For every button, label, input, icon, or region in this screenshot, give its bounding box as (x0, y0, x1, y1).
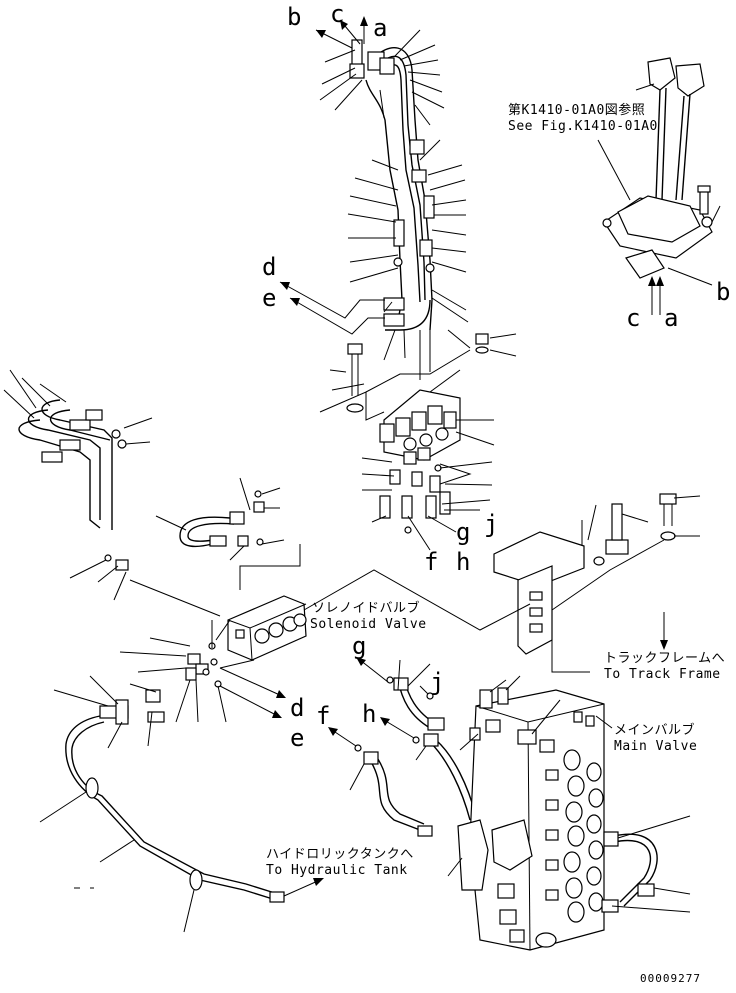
tank-return-hose (65, 689, 285, 903)
tank-label-jp: ハイドロリックタンクへ (266, 847, 414, 862)
solenoid-label-jp: ソレノイドバルブ (312, 600, 420, 616)
letter-g-lower: g (352, 632, 366, 660)
lower-mid-hoses (349, 659, 477, 837)
letter-j-lower: j (430, 668, 444, 696)
arrow-tank (283, 878, 324, 897)
letter-c-top: c (330, 0, 344, 28)
arrows-lower-mid (328, 657, 429, 747)
letter-e-upper: e (262, 284, 276, 312)
arrows-lever (648, 276, 664, 315)
letter-h-lower: h (362, 700, 376, 728)
top-hose-bundle (349, 39, 435, 331)
leader-lines-lever (597, 83, 721, 286)
letter-g-mid: g (456, 518, 470, 546)
mounting-bracket (493, 493, 677, 655)
solenoid-outline-line (303, 569, 531, 631)
bolt-mid (346, 333, 489, 413)
letter-c-right: c (626, 304, 640, 332)
letter-b-right: b (716, 278, 730, 306)
arrows-de-lower (219, 667, 286, 718)
left-hose-group (18, 399, 129, 571)
ref-fig-jp: 第K1410-01A0図参照 (508, 102, 645, 118)
drawing-number: 00009277 (640, 972, 701, 985)
letter-f-mid: f (424, 548, 438, 576)
leader-lines-lower-left (39, 675, 195, 933)
pilot-valve-block (319, 330, 471, 465)
ref-fig-en: See Fig.K1410-01A0 (508, 119, 658, 134)
tank-label-en: To Hydraulic Tank (266, 863, 408, 878)
main-valve-en: Main Valve (614, 739, 697, 754)
main-valve (457, 687, 658, 951)
leader-lines-mid (329, 297, 517, 551)
solenoid-fittings (119, 619, 255, 723)
track-frame-en: To Track Frame (604, 667, 721, 682)
solenoid-valve (227, 595, 307, 661)
arrows-de-upper (279, 281, 385, 335)
leader-lines-left (3, 369, 221, 617)
main-valve-jp: メインバルブ (614, 722, 695, 738)
ppc-lever-assembly (602, 57, 713, 279)
letter-b-top: b (287, 3, 301, 31)
short-hose (155, 477, 301, 590)
leader-lines-main-valve (447, 675, 691, 913)
letter-f-lower: f (316, 702, 330, 730)
leader-lines-top (319, 29, 467, 361)
letter-h-mid: h (456, 548, 470, 576)
track-frame-jp: トラックフレームへ (604, 651, 725, 666)
letter-j-mid: j (484, 510, 498, 538)
letter-d-upper: d (262, 253, 276, 281)
arrows-top (315, 16, 368, 49)
letter-a-top: a (373, 14, 387, 42)
letter-d-lower: d (290, 694, 304, 722)
letter-e-lower: e (290, 724, 304, 752)
letter-a-right: a (664, 304, 678, 332)
solenoid-label-en: Solenoid Valve (310, 617, 427, 632)
leader-lines-bracket (551, 495, 701, 673)
